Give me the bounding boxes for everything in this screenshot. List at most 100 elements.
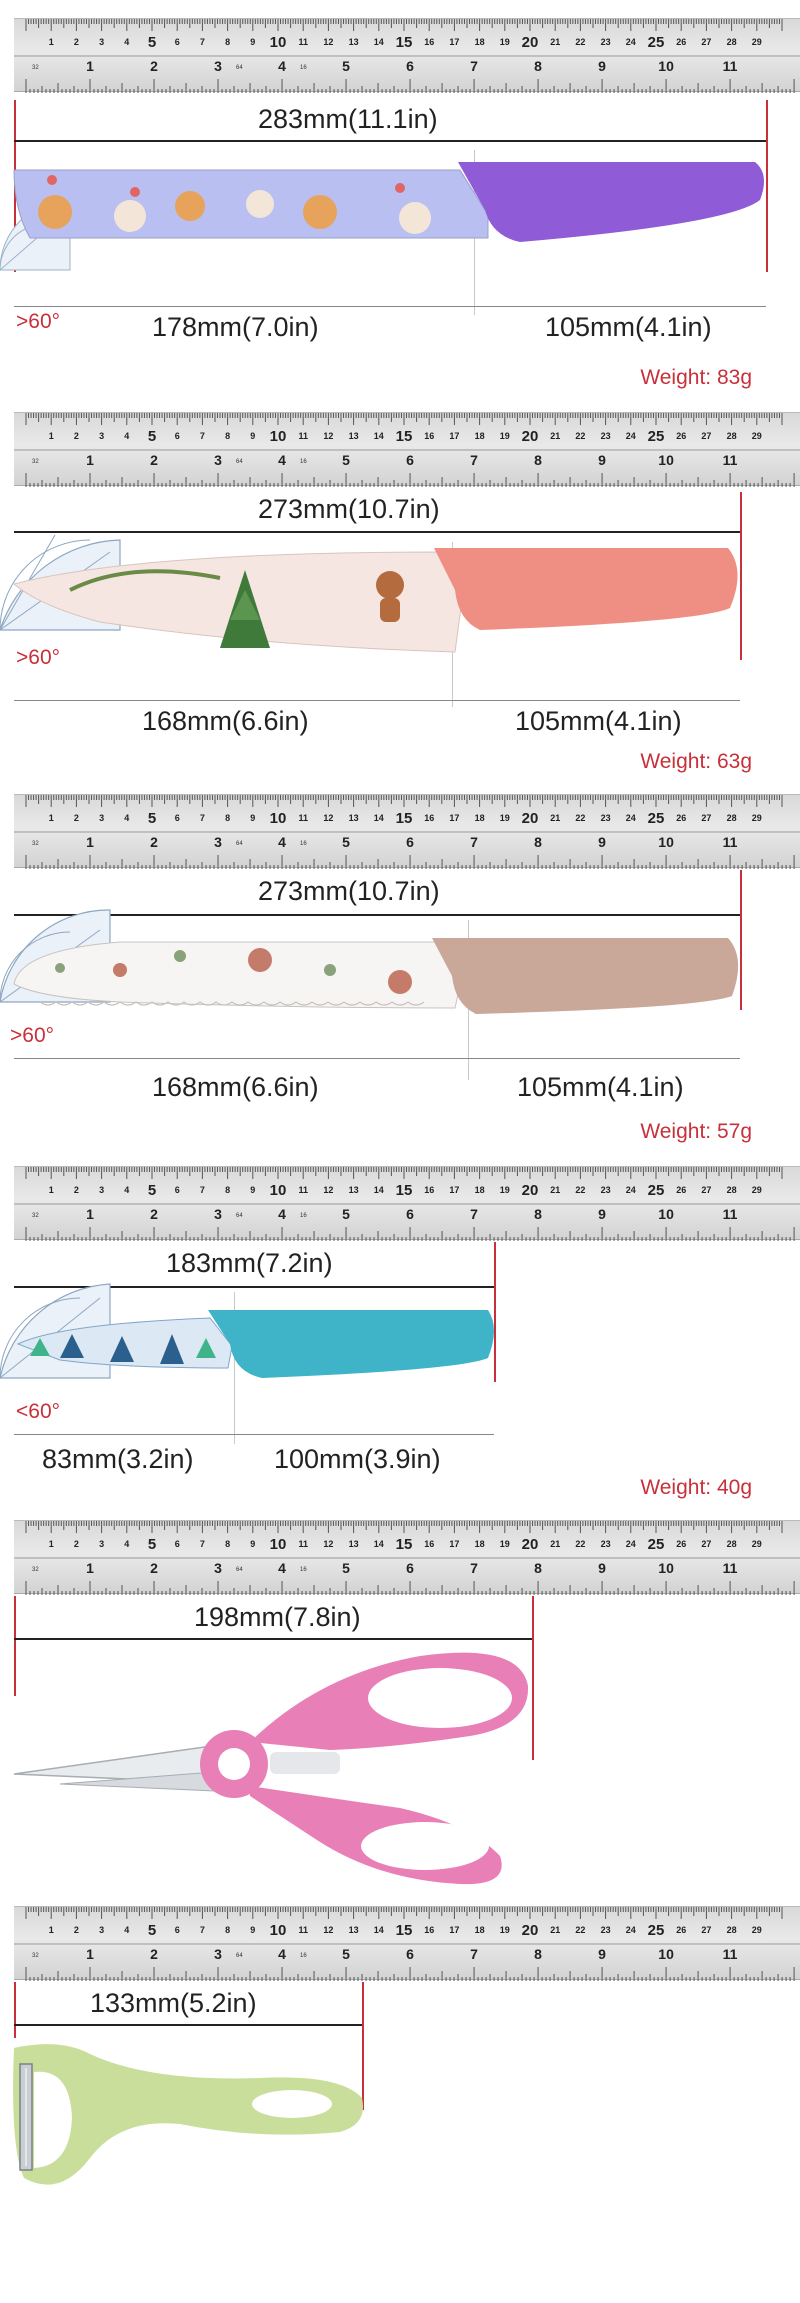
ruler-inch-label: 9 <box>598 1946 606 1962</box>
blade-length-label: 168mm(6.6in) <box>142 706 309 736</box>
ruler-cm-label: 24 <box>626 37 636 47</box>
handle-icon <box>13 2044 364 2185</box>
ruler-inch-label: 7 <box>470 1560 478 1576</box>
part-length-line <box>14 306 766 307</box>
ruler-inch-label: 9 <box>598 1206 606 1222</box>
ruler-fraction-label: 32 <box>32 65 39 71</box>
ruler-cm-label: 29 <box>752 1185 762 1195</box>
ruler-inch-label: 11 <box>723 58 738 74</box>
ruler-cm-label: 25 <box>648 1536 665 1553</box>
ruler-inch-label: 3 <box>214 1560 222 1576</box>
ruler-cm-label: 9 <box>250 1925 255 1935</box>
blade-handle-divider <box>234 1292 235 1444</box>
ruler-cm-label: 7 <box>200 1539 205 1549</box>
ruler-cm-label: 17 <box>449 813 459 823</box>
length-marker-right <box>362 1982 364 2110</box>
ruler-cm-label: 23 <box>601 813 611 823</box>
ruler-fraction-label: 16 <box>300 1953 307 1959</box>
ruler-cm-label: 27 <box>701 431 711 441</box>
ruler-cm-label: 27 <box>701 1925 711 1935</box>
handle-length-label: 105mm(4.1in) <box>545 312 712 342</box>
ruler-cm-label: 13 <box>349 1539 359 1549</box>
ruler-fraction-label: 32 <box>32 841 39 847</box>
ruler-inch-label: 11 <box>723 452 738 468</box>
ruler-cm-label: 22 <box>575 1539 585 1549</box>
ruler-cm-label: 17 <box>449 1539 459 1549</box>
ruler-cm-label: 2 <box>74 37 79 47</box>
ruler-cm-label: 1 <box>49 1925 54 1935</box>
ruler-cm-label: 28 <box>727 1925 737 1935</box>
ruler-cm-label: 1 <box>49 431 54 441</box>
ruler-cm-label: 20 <box>522 1536 539 1553</box>
blade-icon <box>13 941 463 1009</box>
ruler-cm-label: 8 <box>225 1539 230 1549</box>
ruler-cm-label: 28 <box>727 1539 737 1549</box>
ruler-cm-label: 9 <box>250 37 255 47</box>
weight-label: Weight: 40g <box>640 1476 752 1499</box>
ruler-cm-label: 5 <box>148 1536 156 1553</box>
ruler-inch-label: 1 <box>86 58 94 74</box>
ruler-cm-label: 29 <box>752 1539 762 1549</box>
ruler-cm-label: 15 <box>396 810 413 827</box>
ruler-cm-label: 21 <box>550 431 560 441</box>
ruler-cm-label: 17 <box>449 431 459 441</box>
ruler-cm-label: 16 <box>424 431 434 441</box>
ruler-fraction-label: 16 <box>300 459 307 465</box>
ruler-cm-label: 7 <box>200 813 205 823</box>
handle-length-label: 105mm(4.1in) <box>517 1072 684 1102</box>
ruler-cm-label: 14 <box>374 431 384 441</box>
ruler-inch-label: 6 <box>406 834 414 850</box>
ruler-cm-label: 15 <box>396 428 413 445</box>
part-length-line <box>14 1434 494 1435</box>
ruler-cm-label: 19 <box>500 1539 510 1549</box>
ruler-cm-label: 13 <box>349 813 359 823</box>
ruler-cm-label: 4 <box>124 37 129 47</box>
ruler-cm-label: 12 <box>323 431 333 441</box>
ruler-cm-label: 14 <box>374 813 384 823</box>
ruler-inch-label: 7 <box>470 1946 478 1962</box>
total-length-label: 273mm(10.7in) <box>258 494 440 524</box>
ruler-cm-label: 19 <box>500 1925 510 1935</box>
ruler-cm-label: 25 <box>648 1182 665 1199</box>
ruler-inch-label: 1 <box>86 1946 94 1962</box>
ruler-inch-label: 1 <box>86 1560 94 1576</box>
total-length-line <box>14 2024 362 2026</box>
total-length-line <box>14 1638 532 1640</box>
ruler-cm-label: 14 <box>374 37 384 47</box>
ruler-inch-label: 1 <box>86 834 94 850</box>
handle-icon <box>458 162 764 242</box>
ruler-cm-label: 14 <box>374 1925 384 1935</box>
ruler-cm-label: 14 <box>374 1185 384 1195</box>
angle-label: >60° <box>16 646 61 669</box>
ruler-cm-label: 27 <box>701 1539 711 1549</box>
ruler-cm-label: 6 <box>175 813 180 823</box>
ruler-cm-label: 12 <box>323 1925 333 1935</box>
ruler-cm-label: 4 <box>124 1185 129 1195</box>
ruler-fraction-label: 16 <box>300 1567 307 1573</box>
ruler-inch-label: 4 <box>278 452 286 468</box>
ruler-cm-label: 10 <box>270 810 287 827</box>
ruler-cm-label: 12 <box>323 1539 333 1549</box>
angle-label: >60° <box>10 1024 55 1047</box>
ruler-cm-label: 19 <box>500 1185 510 1195</box>
handle-icon <box>434 548 738 630</box>
ruler-cm-label: 7 <box>200 431 205 441</box>
ruler-cm-label: 26 <box>676 431 686 441</box>
ruler-cm-label: 20 <box>522 1182 539 1199</box>
ruler-cm-label: 6 <box>175 1185 180 1195</box>
total-length-line <box>14 531 740 533</box>
ruler-cm-label: 1 <box>49 1185 54 1195</box>
ruler-inch-label: 2 <box>150 1946 158 1962</box>
ruler-cm-label: 1 <box>49 1539 54 1549</box>
handle-length-label: 100mm(3.9in) <box>274 1444 441 1474</box>
ruler-fraction-label: 64 <box>236 1567 243 1573</box>
ruler-cm-label: 3 <box>99 37 104 47</box>
ruler-cm-label: 5 <box>148 1182 156 1199</box>
ruler-cm-label: 6 <box>175 431 180 441</box>
total-length-line <box>14 1286 494 1288</box>
paring-knife-image <box>0 1283 494 1379</box>
